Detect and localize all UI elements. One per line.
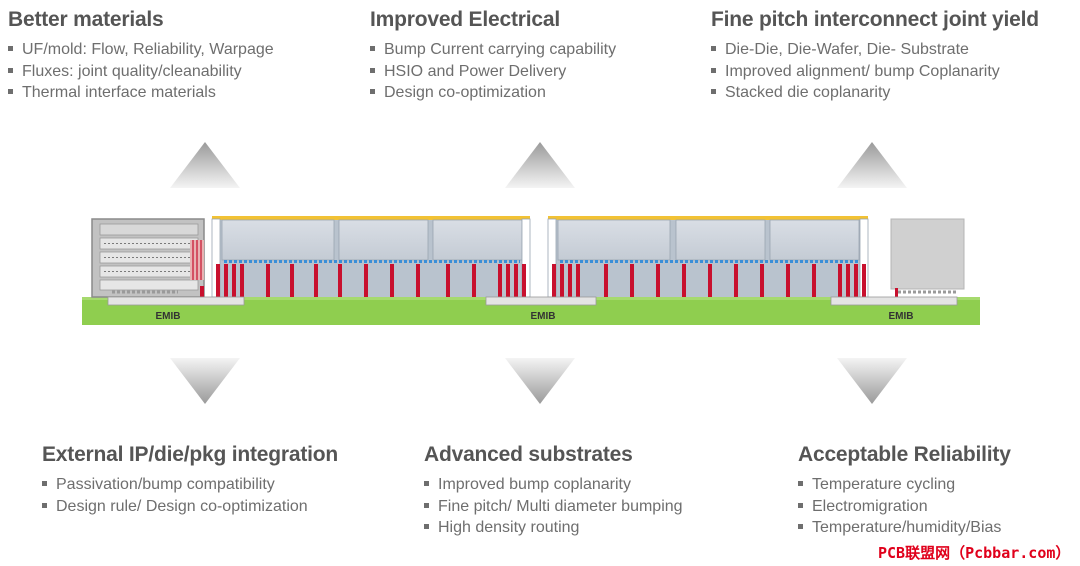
bullet-square-icon: [711, 67, 716, 73]
bullet-square-icon: [8, 67, 13, 73]
emib-bridge-left: [107, 296, 245, 306]
bullet-square-icon: [8, 46, 13, 52]
bullet-square-icon: [424, 524, 429, 530]
bullet-square-icon: [711, 89, 716, 95]
list-item: Temperature/humidity/Bias: [798, 517, 1011, 539]
external-stacked-die: [91, 218, 205, 298]
block-title: Advanced substrates: [424, 443, 633, 466]
emib-label-right: EMIB: [889, 311, 914, 322]
list-item: Design rule/ Design co-optimization: [42, 496, 342, 518]
list-item: Passivation/bump compatibility: [42, 474, 342, 496]
watermark: PCB联盟网（Pcbbar.com）: [878, 544, 1071, 562]
block-title: Better materials: [8, 8, 164, 31]
up-arrow-center: [505, 142, 575, 188]
better-materials-block: Better materials UF/mold: Flow, Reliabil…: [8, 6, 274, 104]
bullet-square-icon: [42, 481, 47, 487]
list-item: Fluxes: joint quality/cleanability: [8, 61, 274, 83]
list-item: Die-Die, Die-Wafer, Die- Substrate: [711, 39, 1039, 61]
bullet-square-icon: [424, 502, 429, 508]
bullet-square-icon: [370, 67, 375, 73]
list-item: UF/mold: Flow, Reliability, Warpage: [8, 39, 274, 61]
down-arrow-left: [170, 358, 240, 404]
bullet-square-icon: [8, 89, 13, 95]
list-item: Improved alignment/ bump Coplanarity: [711, 61, 1039, 83]
bullet-square-icon: [798, 481, 803, 487]
block-title: Improved Electrical: [370, 8, 560, 31]
acceptable-reliability-block: Acceptable Reliability Temperature cycli…: [798, 441, 1011, 539]
emib-bridge-right: [830, 296, 958, 306]
block-title: External IP/die/pkg integration: [42, 443, 339, 466]
advanced-substrates-block: Advanced substrates Improved bump coplan…: [424, 441, 683, 539]
list-item: Thermal interface materials: [8, 82, 274, 104]
block-title: Acceptable Reliability: [798, 443, 1011, 466]
list-item: Fine pitch/ Multi diameter bumping: [424, 496, 683, 518]
down-arrow-right: [837, 358, 907, 404]
bullet-square-icon: [798, 524, 803, 530]
external-die-right: [890, 218, 965, 290]
list-item: Design co-optimization: [370, 82, 616, 104]
fine-pitch-block: Fine pitch interconnect joint yield Die-…: [711, 6, 1039, 104]
up-arrow-right: [837, 142, 907, 188]
bullet-square-icon: [370, 89, 375, 95]
block-title: Fine pitch interconnect joint yield: [711, 8, 1039, 31]
list-item: HSIO and Power Delivery: [370, 61, 616, 83]
chiplet-group-left: [211, 216, 531, 298]
bullet-square-icon: [370, 46, 375, 52]
bump-array: [200, 264, 898, 297]
improved-electrical-block: Improved Electrical Bump Current carryin…: [370, 6, 616, 104]
bullet-square-icon: [798, 502, 803, 508]
bullet-square-icon: [42, 502, 47, 508]
emib-bridge-center: [485, 296, 597, 306]
emib-label-left: EMIB: [156, 311, 181, 322]
list-item: Temperature cycling: [798, 474, 1011, 496]
emib-label-center: EMIB: [531, 311, 556, 322]
list-item: Bump Current carrying capability: [370, 39, 616, 61]
list-item: High density routing: [424, 517, 683, 539]
external-ip-integration-block: External IP/die/pkg integration Passivat…: [42, 441, 342, 517]
bullet-square-icon: [711, 46, 716, 52]
down-arrow-center: [505, 358, 575, 404]
up-arrow-left: [170, 142, 240, 188]
list-item: Stacked die coplanarity: [711, 82, 1039, 104]
bullet-square-icon: [424, 481, 429, 487]
list-item: Electromigration: [798, 496, 1011, 518]
list-item: Improved bump coplanarity: [424, 474, 683, 496]
